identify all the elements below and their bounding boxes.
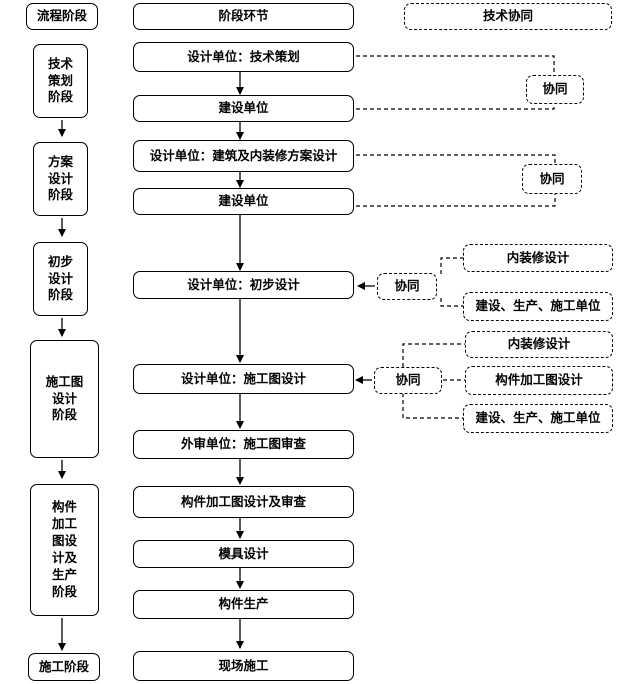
step-mold-design: 模具设计 xyxy=(133,540,354,568)
header-collab-column: 技术协同 xyxy=(404,3,612,30)
header-step-column: 阶段环节 xyxy=(133,3,354,30)
collab-box-2: 协同 xyxy=(522,164,582,194)
collab-link xyxy=(356,104,555,110)
step-design-technical-planning: 设计单位：技术策划 xyxy=(133,42,354,72)
step-design-preliminary: 设计单位：初步设计 xyxy=(133,271,354,299)
step-owner-2: 建设单位 xyxy=(133,188,354,215)
step-component-drawing-review: 构件加工图设计及审查 xyxy=(133,486,354,518)
step-design-construction-drawing: 设计单位：施工图设计 xyxy=(133,364,354,394)
step-component-production: 构件生产 xyxy=(133,590,354,619)
stage-component-production: 构件 加工 图设 计及 生产 阶段 xyxy=(30,484,99,616)
partner-owner-production-construction: 建设、生产、施工单位 xyxy=(463,292,613,321)
collab-box-1: 协同 xyxy=(526,75,584,104)
collab-link xyxy=(356,55,555,75)
partner-interior-design: 内装修设计 xyxy=(465,331,613,358)
step-external-review: 外审单位：施工图审查 xyxy=(133,430,354,459)
collab-link xyxy=(440,257,463,274)
stage-scheme-design: 方案 设计 阶段 xyxy=(33,142,88,216)
header-stage-column: 流程阶段 xyxy=(26,3,98,30)
step-design-scheme: 设计单位：建筑及内装修方案设计 xyxy=(133,140,354,172)
step-owner-1: 建设单位 xyxy=(133,95,354,122)
collab-box-4: 协同 xyxy=(374,367,442,394)
collab-link xyxy=(402,393,463,419)
step-site-construction: 现场施工 xyxy=(133,651,354,681)
partner-owner-production-construction: 建设、生产、施工单位 xyxy=(463,404,613,433)
stage-construction-drawing: 施工图 设计 阶段 xyxy=(30,340,99,458)
stage-construction: 施工阶段 xyxy=(28,653,100,681)
collab-link xyxy=(356,154,556,164)
collab-link xyxy=(356,194,556,207)
partner-interior-design: 内装修设计 xyxy=(463,244,613,272)
collab-box-3: 协同 xyxy=(377,273,437,300)
stage-preliminary-design: 初步 设计 阶段 xyxy=(33,242,88,316)
partner-component-drawing-design: 构件加工图设计 xyxy=(465,366,613,395)
collab-link xyxy=(402,343,465,367)
collab-link xyxy=(440,298,463,307)
stage-technical-planning: 技术 策划 阶段 xyxy=(33,44,88,118)
